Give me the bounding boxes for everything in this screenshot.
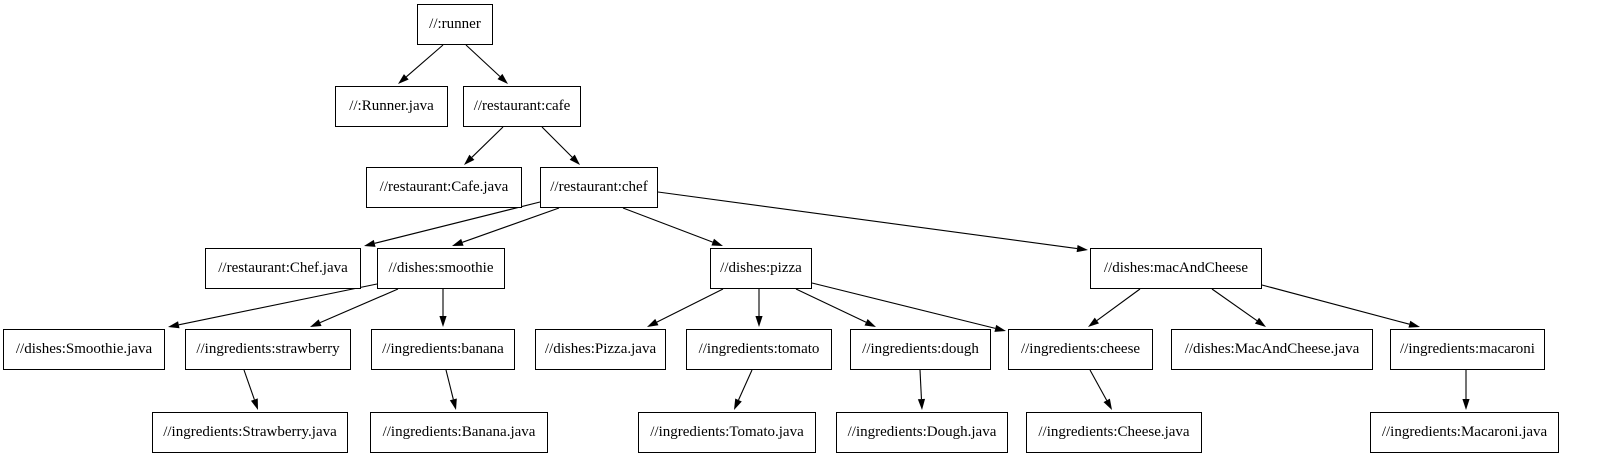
graph-node-ing_strawberry[interactable]: //ingredients:strawberry <box>185 329 351 370</box>
graph-node-label: //restaurant:chef <box>550 179 648 195</box>
arrowhead-icon <box>1076 244 1088 253</box>
graph-node-dishes_smoothie[interactable]: //dishes:smoothie <box>377 248 505 289</box>
arrowhead-icon <box>250 398 258 410</box>
graph-node-macaroni_java[interactable]: //ingredients:Macaroni.java <box>1370 412 1559 453</box>
graph-edge <box>364 201 541 247</box>
graph-edge <box>647 288 724 327</box>
graph-node-label: //ingredients:macaroni <box>1400 341 1535 357</box>
graph-edge <box>622 207 723 246</box>
graph-edge <box>445 369 457 410</box>
arrowhead-icon <box>647 318 659 327</box>
graph-node-dishes_pizza[interactable]: //dishes:pizza <box>710 248 812 289</box>
graph-node-ing_cheese[interactable]: //ingredients:cheese <box>1008 329 1153 370</box>
graph-edge <box>465 44 508 84</box>
graph-edge <box>1261 284 1420 328</box>
arrowhead-icon <box>711 238 723 246</box>
arrowhead-icon <box>497 73 508 84</box>
arrowhead-icon <box>864 319 876 327</box>
arrowhead-icon <box>1088 317 1100 327</box>
arrowhead-icon <box>1408 320 1420 328</box>
graph-edge <box>795 288 876 327</box>
arrowhead-icon <box>398 74 409 84</box>
graph-node-label: //dishes:Smoothie.java <box>15 341 153 357</box>
graph-node-cheese_java[interactable]: //ingredients:Cheese.java <box>1026 412 1202 453</box>
graph-node-label: //ingredients:dough <box>862 341 979 357</box>
graph-edge <box>1211 288 1266 327</box>
graph-edge <box>755 289 763 327</box>
graph-node-label: //ingredients:Tomato.java <box>650 424 804 440</box>
arrowhead-icon <box>917 398 926 410</box>
graph-node-label: //dishes:MacAndCheese.java <box>1184 341 1360 357</box>
graph-node-chef_java[interactable]: //restaurant:Chef.java <box>205 248 361 289</box>
graph-node-label: //ingredients:Dough.java <box>847 424 997 440</box>
graph-node-restaurant_chef[interactable]: //restaurant:chef <box>540 167 658 208</box>
graph-node-smoothie_java[interactable]: //dishes:Smoothie.java <box>3 329 165 370</box>
graph-edge <box>917 369 926 410</box>
graph-node-banana_java[interactable]: //ingredients:Banana.java <box>370 412 548 453</box>
graph-edge <box>310 288 399 327</box>
graph-edge <box>1088 288 1141 327</box>
graph-node-label: //:runner <box>429 16 481 32</box>
arrowhead-icon <box>1103 398 1112 410</box>
graph-edge <box>398 44 444 84</box>
graph-node-ing_dough[interactable]: //ingredients:dough <box>850 329 991 370</box>
arrowhead-icon <box>734 398 742 410</box>
graph-edge <box>243 369 258 410</box>
graph-node-label: //restaurant:cafe <box>473 98 571 114</box>
graph-node-runner[interactable]: //:runner <box>417 4 493 45</box>
graph-node-label: //ingredients:banana <box>382 341 504 357</box>
graph-edge <box>657 191 1088 253</box>
graph-node-label: //ingredients:Cheese.java <box>1038 424 1190 440</box>
graph-node-label: //dishes:pizza <box>720 260 802 276</box>
graph-node-dough_java[interactable]: //ingredients:Dough.java <box>836 412 1008 453</box>
graph-edge <box>541 126 580 165</box>
graph-node-macandcheese_java[interactable]: //dishes:MacAndCheese.java <box>1171 329 1373 370</box>
arrowhead-icon <box>755 316 763 327</box>
arrowhead-icon <box>449 398 457 410</box>
graph-node-label: //ingredients:Macaroni.java <box>1381 424 1548 440</box>
graph-node-label: //ingredients:Banana.java <box>382 424 536 440</box>
graph-node-cafe_java[interactable]: //restaurant:Cafe.java <box>366 167 522 208</box>
graph-node-dishes_macandchee[interactable]: //dishes:macAndCheese <box>1090 248 1262 289</box>
graph-node-ing_macaroni[interactable]: //ingredients:macaroni <box>1390 329 1545 370</box>
graph-node-ing_banana[interactable]: //ingredients:banana <box>371 329 515 370</box>
arrowhead-icon <box>1462 399 1470 410</box>
graph-node-label: //dishes:smoothie <box>388 260 494 276</box>
graph-edge <box>734 369 753 410</box>
graph-edge <box>452 207 560 246</box>
arrowhead-icon <box>168 321 180 329</box>
arrowhead-icon <box>464 154 475 165</box>
graph-edge <box>168 283 378 329</box>
graph-node-label: //restaurant:Chef.java <box>218 260 348 276</box>
graph-edge <box>1462 370 1470 410</box>
arrowhead-icon <box>364 239 376 247</box>
graph-node-tomato_java[interactable]: //ingredients:Tomato.java <box>638 412 816 453</box>
graph-node-label: //dishes:macAndCheese <box>1103 260 1249 276</box>
graph-node-label: //ingredients:cheese <box>1020 341 1141 357</box>
graph-node-label: //dishes:Pizza.java <box>544 341 657 357</box>
graph-node-strawberry_java[interactable]: //ingredients:Strawberry.java <box>152 412 348 453</box>
graph-edge <box>439 289 447 327</box>
graph-edge <box>464 126 504 165</box>
graph-node-label: //ingredients:tomato <box>698 341 820 357</box>
graph-node-label: //restaurant:Cafe.java <box>379 179 509 195</box>
graph-node-ing_tomato[interactable]: //ingredients:tomato <box>686 329 832 370</box>
arrowhead-icon <box>310 319 322 327</box>
graph-node-label: //:Runner.java <box>349 98 434 114</box>
graph-edge <box>811 282 1006 332</box>
arrowhead-icon <box>994 324 1006 332</box>
arrowhead-icon <box>1254 317 1266 327</box>
graph-node-restaurant_cafe[interactable]: //restaurant:cafe <box>463 86 581 127</box>
arrowhead-icon <box>439 316 447 327</box>
graph-node-pizza_java[interactable]: //dishes:Pizza.java <box>535 329 666 370</box>
graph-node-runner_java[interactable]: //:Runner.java <box>335 86 448 127</box>
arrowhead-icon <box>452 238 464 246</box>
graph-node-label: //ingredients:Strawberry.java <box>163 424 337 440</box>
graph-node-label: //ingredients:strawberry <box>196 341 340 357</box>
arrowhead-icon <box>569 154 580 165</box>
graph-edge <box>1089 369 1112 410</box>
